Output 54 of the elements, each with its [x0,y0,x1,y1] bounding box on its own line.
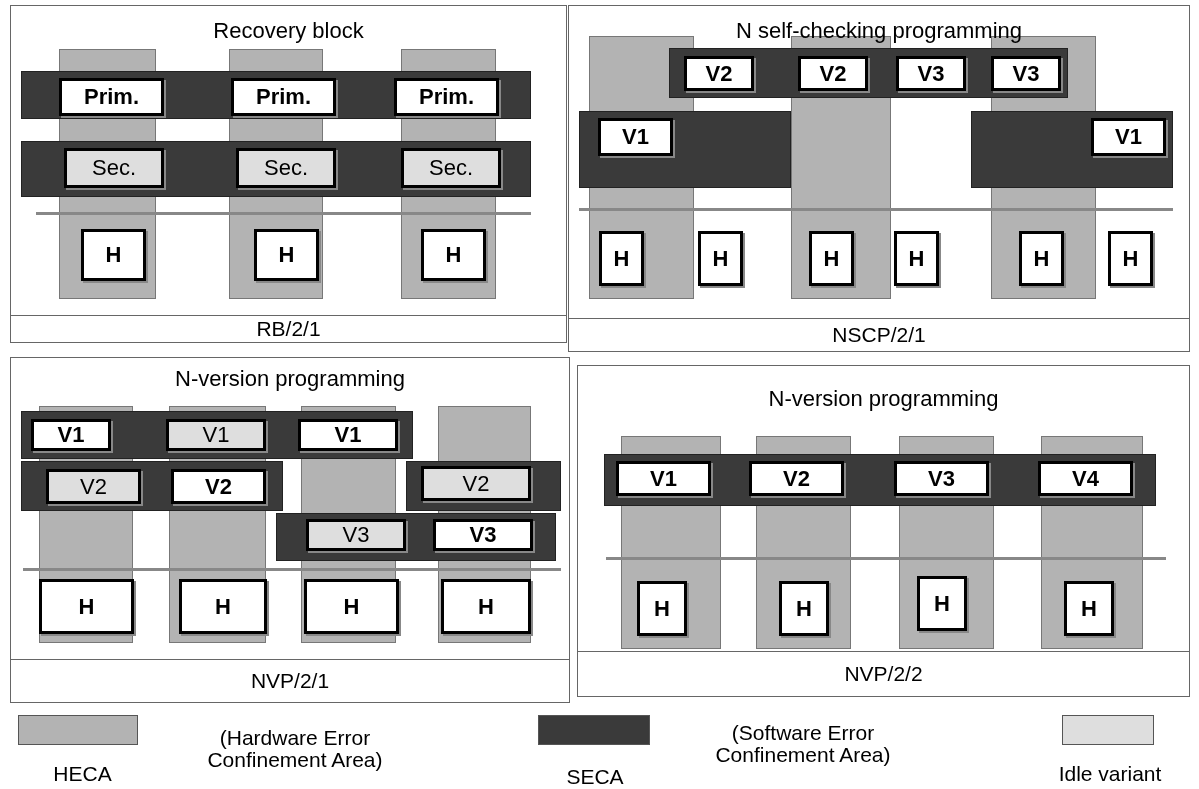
variant-box: V1 [166,419,266,451]
variant-box: V3 [433,519,533,551]
variant-box: V3 [991,56,1061,91]
panel [568,5,1190,352]
variant-box: H [421,229,486,281]
variant-box: V2 [421,466,531,501]
legend-label: SECA [565,765,625,789]
variant-box: V1 [298,419,398,451]
variant-box: H [304,579,399,634]
variant-box: V2 [46,469,141,504]
variant-box: Sec. [236,148,336,188]
variant-box: H [1108,231,1153,286]
variant-box: H [698,231,743,286]
variant-box: V1 [1091,118,1166,156]
variant-box: V2 [171,469,266,504]
legend-description: (Hardware Error Confinement Area) [206,727,384,771]
variant-box: V1 [598,118,673,156]
panel-title: N self-checking programming [734,18,1024,44]
variant-box: V2 [684,56,754,91]
variant-box: V1 [616,461,711,496]
variant-box: H [779,581,829,636]
panel-title: N-version programming [767,386,1000,412]
variant-box: H [1064,581,1114,636]
variant-box: H [1019,231,1064,286]
variant-box: V4 [1038,461,1133,496]
variant-box: V1 [31,419,111,451]
variant-box: Prim. [59,78,164,116]
variant-box: Sec. [401,148,501,188]
panel-title: Recovery block [212,18,365,44]
variant-box: H [81,229,146,281]
variant-box: Prim. [231,78,336,116]
variant-box: Sec. [64,148,164,188]
panel-title: N-version programming [174,366,406,392]
variant-box: V3 [306,519,406,551]
legend-label: HECA [52,762,113,786]
variant-box: V3 [894,461,989,496]
variant-box: V2 [749,461,844,496]
legend-description: (Software Error Confinement Area) [714,722,892,766]
variant-box: V3 [896,56,966,91]
variant-box: H [809,231,854,286]
variant-box: H [599,231,644,286]
variant-box: H [894,231,939,286]
legend-label: Idle variant [1057,762,1163,786]
variant-box: H [917,576,967,631]
panel [10,5,567,343]
variant-box: H [254,229,319,281]
panel [577,365,1190,697]
variant-box: H [441,579,531,634]
variant-box: V2 [798,56,868,91]
variant-box: H [39,579,134,634]
variant-box: H [637,581,687,636]
variant-box: H [179,579,267,634]
panel [10,357,570,703]
variant-box: Prim. [394,78,499,116]
